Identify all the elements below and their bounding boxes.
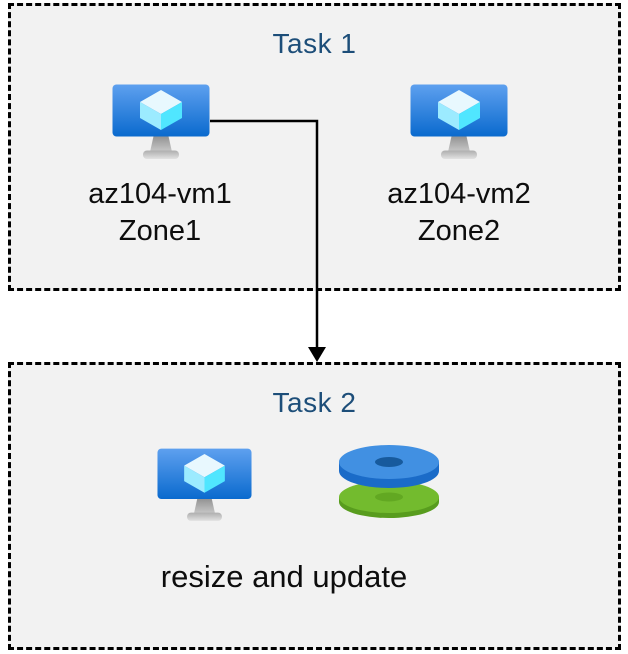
vm1-zone: Zone1 bbox=[118, 215, 202, 247]
virtual-machine-icon bbox=[112, 84, 210, 160]
vm2-zone: Zone2 bbox=[417, 215, 501, 247]
vm2-name: az104-vm2 bbox=[387, 178, 531, 210]
task2-group-box: Task 2 bbox=[8, 362, 621, 650]
vm1-name: az104-vm1 bbox=[88, 178, 232, 210]
virtual-machine-icon bbox=[410, 84, 508, 160]
task2-title: Task 2 bbox=[272, 387, 357, 418]
virtual-machine-icon bbox=[157, 448, 252, 522]
arrowhead-icon bbox=[308, 347, 326, 362]
managed-disks-icon bbox=[337, 444, 441, 518]
task2-caption: resize and update bbox=[160, 559, 408, 594]
task1-title: Task 1 bbox=[272, 28, 357, 59]
vm2-label: az104-vm2 Zone2 bbox=[339, 176, 579, 250]
vm1-label: az104-vm1 Zone1 bbox=[40, 176, 280, 250]
